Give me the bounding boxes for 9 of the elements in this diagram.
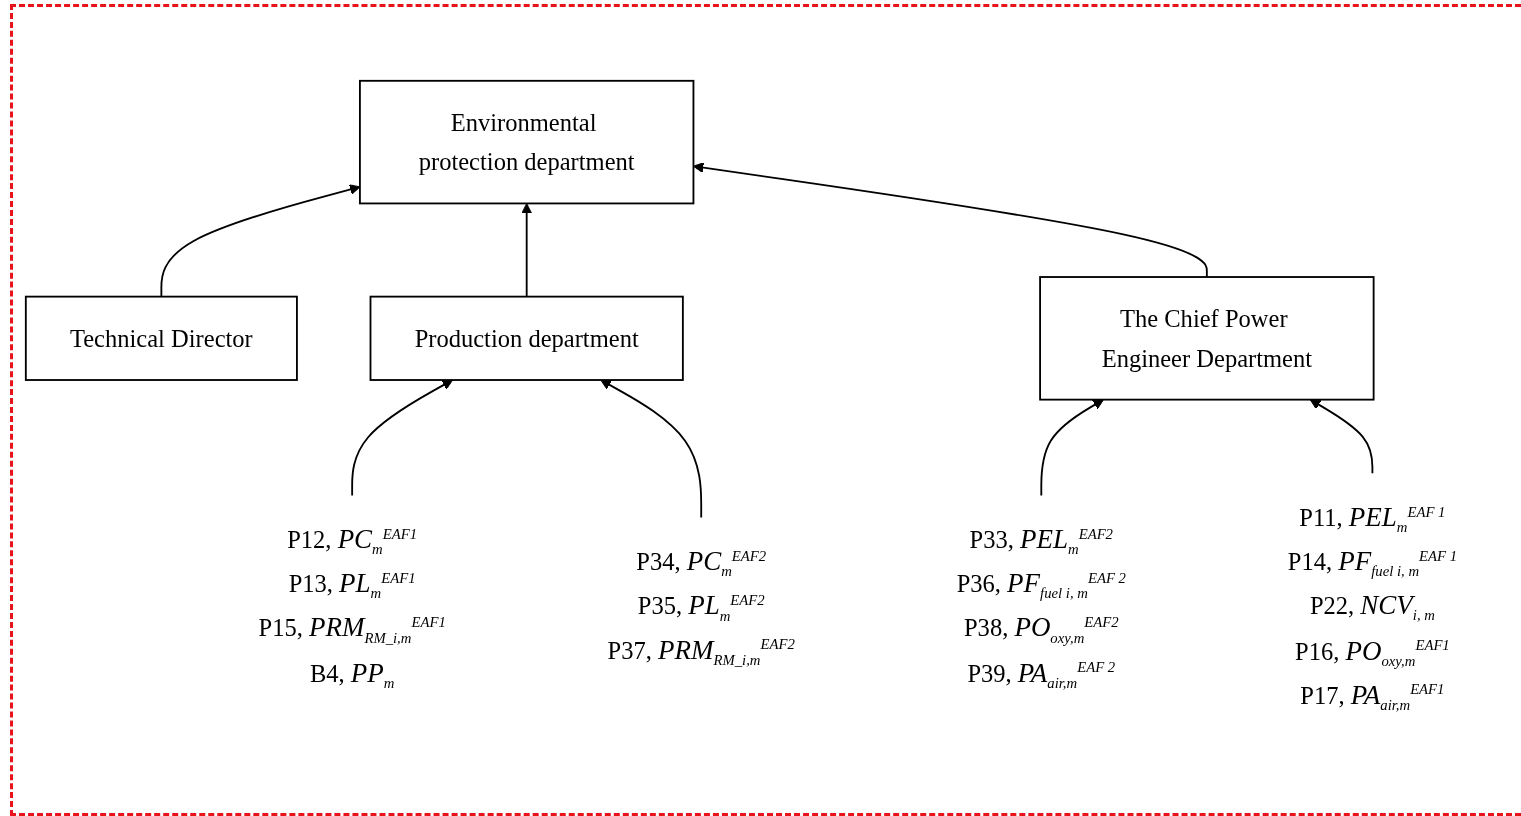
- arrow: [351, 379, 453, 497]
- arrow: [1309, 399, 1374, 475]
- node-box: Environmental protection department: [359, 79, 695, 205]
- node-box: Production department: [369, 295, 684, 381]
- node-box: The Chief Power Engineer Department: [1039, 276, 1375, 401]
- arrow: [521, 202, 533, 298]
- arrow: [600, 379, 703, 519]
- node-box: Technical Director: [24, 295, 298, 381]
- arrow: [1040, 399, 1104, 497]
